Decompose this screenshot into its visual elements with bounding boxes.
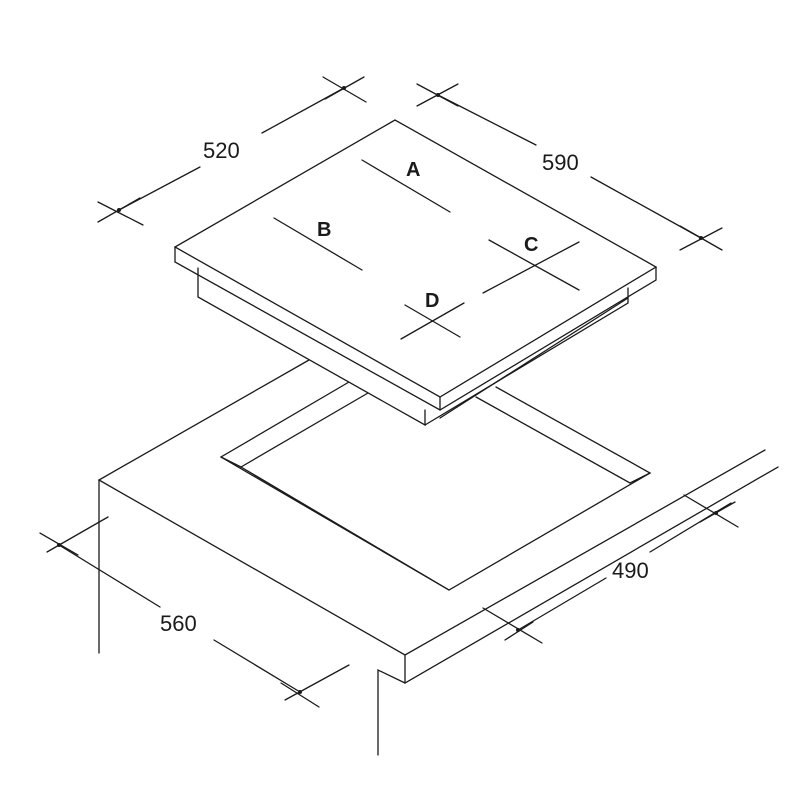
dimension-label-590: 590 [542,150,579,175]
dimension-490: 490 [482,494,739,644]
countertop-cutout [219,381,652,591]
dimension-label-520: 520 [203,138,240,163]
cooking-zone-a: A [361,159,451,213]
dimension-520: 520 [97,76,367,226]
zone-label-c: C [524,234,538,256]
dimension-label-560: 560 [160,611,197,636]
zone-label-d: D [425,290,439,312]
hob-body [175,262,629,427]
cooking-zone-c: C [482,234,580,294]
dimension-590: 590 [416,83,723,251]
dimension-560: 560 [39,516,350,708]
dimension-label-490: 490 [612,558,649,583]
cooking-zone-b: B [273,217,363,271]
zone-label-b: B [317,219,331,241]
zone-label-a: A [406,159,420,181]
cooking-zone-d: D [400,290,465,340]
hob-top [173,119,658,411]
countertop [97,359,779,756]
